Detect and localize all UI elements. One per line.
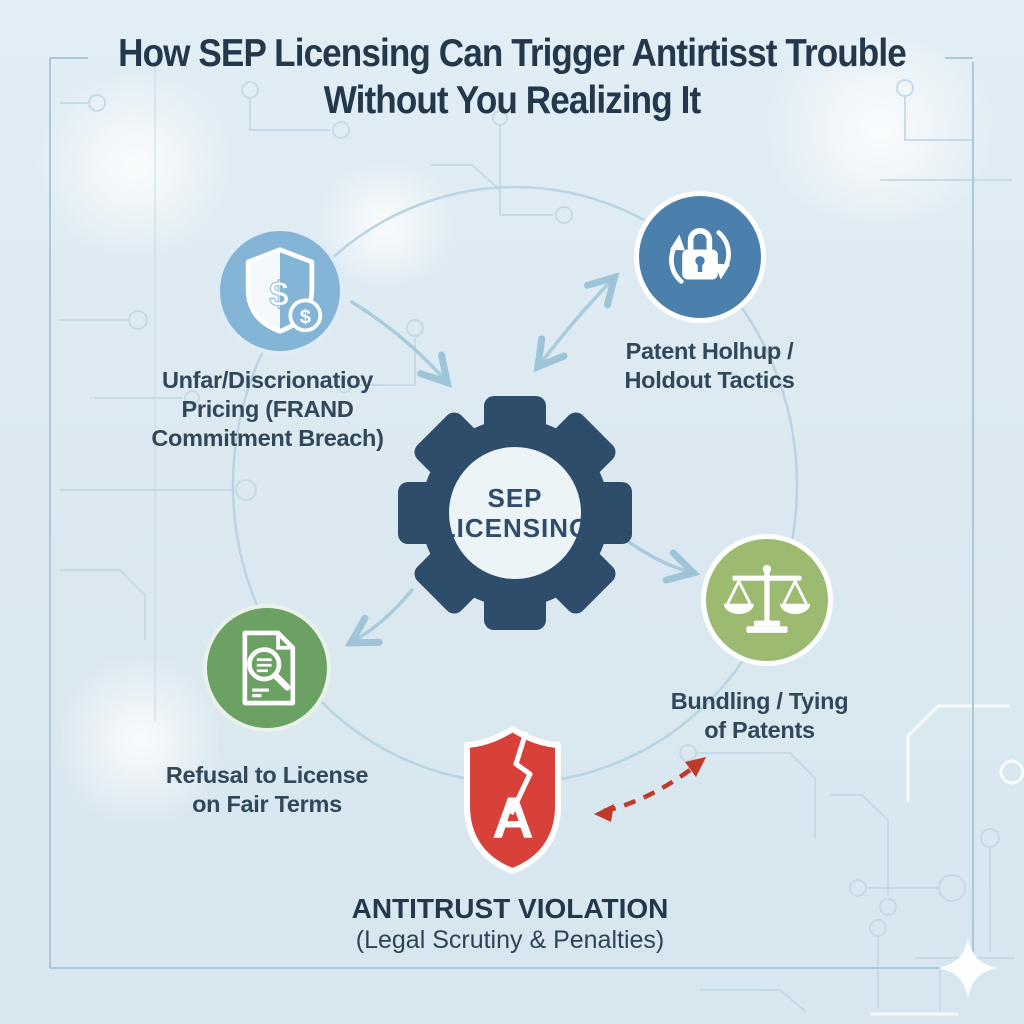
- cracked-shield-icon: A: [464, 726, 561, 874]
- node-refusal: [203, 604, 331, 732]
- svg-text:$: $: [269, 274, 289, 314]
- node-holdup: [634, 191, 766, 323]
- label-pricing: Unfar/Discrionatioy Pricing (FRAND Commi…: [151, 367, 384, 451]
- outcome-subtitle: (Legal Scrutiny & Penalties): [355, 926, 665, 954]
- arrow-hub-to-bundling: [624, 538, 701, 584]
- node-bundling: [701, 534, 833, 666]
- danger-arrow: [594, 757, 706, 822]
- lock-refresh-icon: [669, 227, 731, 284]
- sparkle-icon: [938, 938, 998, 998]
- title-line-2: Without You Realizing It: [323, 79, 701, 122]
- shield-letter: A: [492, 786, 534, 851]
- label-bundling: Bundling / Tying of Patents: [670, 688, 849, 743]
- hub-sep-licensing: SEP LICENSING: [396, 394, 634, 637]
- label-refusal: Refusal to License on Fair Terms: [165, 762, 369, 817]
- outcome-title: ANTITRUST VIOLATION: [351, 893, 669, 924]
- hub-label-line-1: SEP: [487, 483, 542, 513]
- scales-of-justice-icon: [723, 564, 811, 633]
- document-magnifier-icon: [242, 630, 296, 706]
- svg-text:$: $: [300, 306, 311, 328]
- title-line-1: How SEP Licensing Can Trigger Antirtisst…: [118, 32, 907, 75]
- infographic-title: How SEP Licensing Can Trigger Antirtisst…: [0, 30, 1024, 124]
- gear-icon: SEP LICENSING: [398, 396, 632, 630]
- outcome-shield: A: [440, 722, 585, 882]
- flow-arrows: [344, 280, 701, 647]
- node-pricing: $ $: [216, 227, 344, 355]
- shield-dollar-icon: $ $: [245, 247, 323, 334]
- hub-label-line-2: LICENSING: [440, 513, 591, 543]
- arrow-hub-holdup-two-way: [540, 280, 612, 364]
- label-holdup: Patent Holhup / Holdout Tactics: [624, 338, 795, 393]
- arrow-pricing-to-hub: [350, 300, 453, 388]
- arrow-hub-to-refusal: [344, 588, 414, 647]
